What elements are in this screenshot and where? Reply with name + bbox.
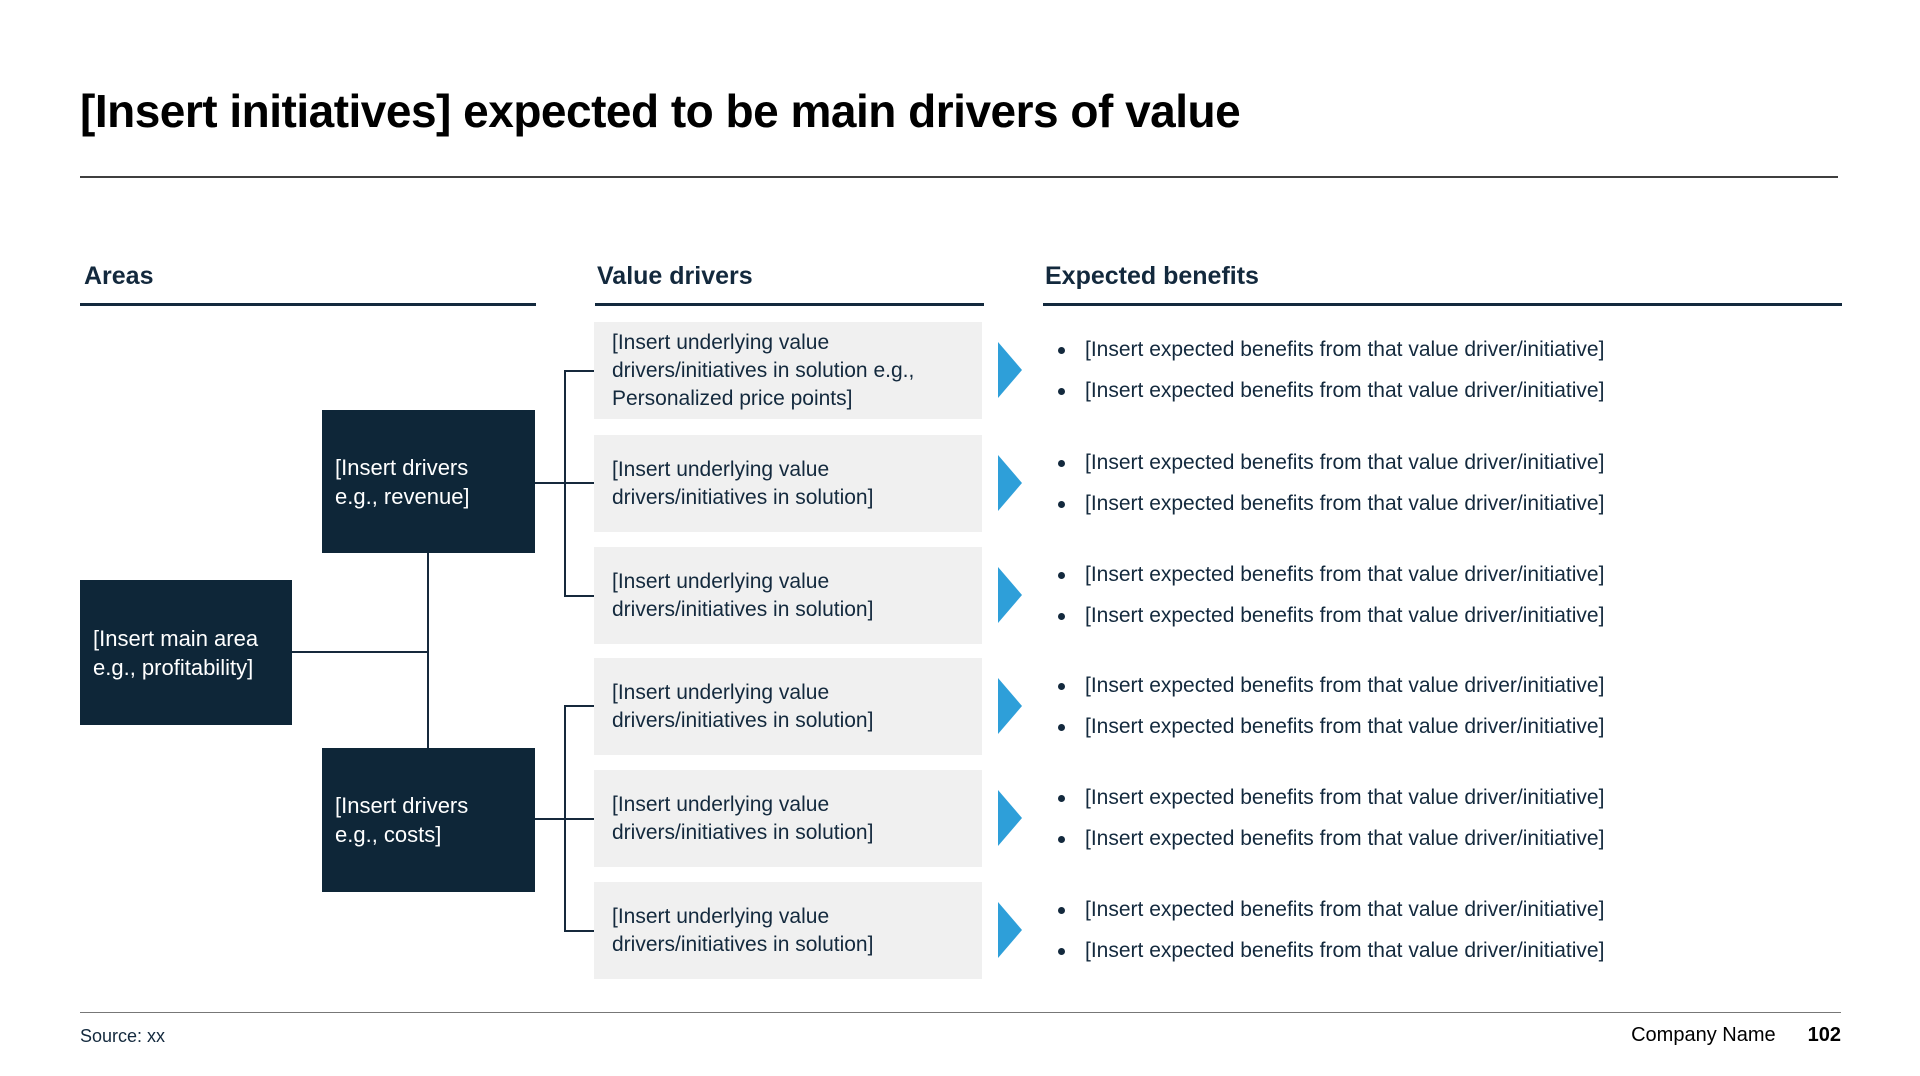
benefit-item: [Insert expected benefits from that valu… — [1046, 602, 1766, 630]
areas-header-underline — [80, 303, 536, 306]
benefit-text: [Insert expected benefits from that valu… — [1085, 563, 1605, 586]
benefit-text: [Insert expected benefits from that valu… — [1085, 827, 1605, 850]
arrow-right-icon — [998, 567, 1022, 623]
connector-bracket2-stub-middle — [535, 818, 594, 820]
benefit-item: [Insert expected benefits from that valu… — [1046, 561, 1766, 589]
column-header-value-drivers: Value drivers — [597, 262, 753, 290]
connector-bracket1-stub-middle — [535, 482, 594, 484]
value-drivers-header-underline — [595, 303, 984, 306]
benefit-list: [Insert expected benefits from that valu… — [1046, 658, 1766, 755]
benefit-item: [Insert expected benefits from that valu… — [1046, 937, 1766, 965]
benefit-list: [Insert expected benefits from that valu… — [1046, 882, 1766, 979]
area-box-revenue-drivers: [Insert drivers e.g., revenue] — [322, 410, 535, 553]
benefit-item: [Insert expected benefits from that valu… — [1046, 784, 1766, 812]
benefit-list: [Insert expected benefits from that valu… — [1046, 547, 1766, 644]
arrow-right-icon — [998, 790, 1022, 846]
footer-company-name: Company Name — [1631, 1024, 1776, 1046]
bullet-dot-icon — [1058, 571, 1065, 579]
connector-bracket1-stub-top — [566, 370, 594, 372]
area-box-cost-drivers: [Insert drivers e.g., costs] — [322, 748, 535, 892]
value-driver-box: [Insert underlying value drivers/initiat… — [594, 435, 982, 532]
benefit-text: [Insert expected benefits from that valu… — [1085, 674, 1605, 697]
benefit-item: [Insert expected benefits from that valu… — [1046, 377, 1766, 405]
benefit-item: [Insert expected benefits from that valu… — [1046, 490, 1766, 518]
footer-divider — [80, 1012, 1841, 1013]
expected-benefits-header-underline — [1043, 303, 1842, 306]
benefit-item: [Insert expected benefits from that valu… — [1046, 896, 1766, 924]
footer-source: Source: xx — [80, 1026, 166, 1046]
bullet-dot-icon — [1058, 794, 1065, 802]
bullet-dot-icon — [1058, 387, 1065, 395]
connector-main-vertical — [427, 553, 429, 748]
benefit-item: [Insert expected benefits from that valu… — [1046, 713, 1766, 741]
benefit-text: [Insert expected benefits from that valu… — [1085, 492, 1605, 515]
bullet-dot-icon — [1058, 459, 1065, 467]
area-box-main: [Insert main area e.g., profitability] — [80, 580, 292, 725]
connector-bracket1-stub-bottom — [566, 595, 594, 597]
footer-right: Company Name 102 — [1631, 1024, 1841, 1047]
column-header-expected-benefits: Expected benefits — [1045, 262, 1259, 290]
footer-page-number: 102 — [1807, 1024, 1841, 1046]
arrow-right-icon — [998, 678, 1022, 734]
value-driver-box: [Insert underlying value drivers/initiat… — [594, 770, 982, 867]
bullet-dot-icon — [1058, 723, 1065, 731]
arrow-right-icon — [998, 455, 1022, 511]
bullet-dot-icon — [1058, 612, 1065, 620]
benefit-item: [Insert expected benefits from that valu… — [1046, 672, 1766, 700]
value-driver-box: [Insert underlying value drivers/initiat… — [594, 658, 982, 755]
benefit-text: [Insert expected benefits from that valu… — [1085, 939, 1605, 962]
page-title: [Insert initiatives] expected to be main… — [80, 85, 1241, 137]
value-driver-box: [Insert underlying value drivers/initiat… — [594, 547, 982, 644]
benefit-text: [Insert expected benefits from that valu… — [1085, 715, 1605, 738]
benefit-item: [Insert expected benefits from that valu… — [1046, 449, 1766, 477]
bullet-dot-icon — [1058, 947, 1065, 955]
bullet-dot-icon — [1058, 500, 1065, 508]
benefit-text: [Insert expected benefits from that valu… — [1085, 786, 1605, 809]
benefit-text: [Insert expected benefits from that valu… — [1085, 898, 1605, 921]
benefit-text: [Insert expected benefits from that valu… — [1085, 604, 1605, 627]
connector-bracket2-stub-bottom — [566, 930, 594, 932]
benefit-item: [Insert expected benefits from that valu… — [1046, 336, 1766, 364]
benefit-item: [Insert expected benefits from that valu… — [1046, 825, 1766, 853]
benefit-text: [Insert expected benefits from that valu… — [1085, 451, 1605, 474]
benefit-text: [Insert expected benefits from that valu… — [1085, 338, 1605, 361]
connector-bracket2-stub-top — [566, 705, 594, 707]
bullet-dot-icon — [1058, 682, 1065, 690]
arrow-right-icon — [998, 902, 1022, 958]
benefit-list: [Insert expected benefits from that valu… — [1046, 322, 1766, 419]
value-driver-box: [Insert underlying value drivers/initiat… — [594, 322, 982, 419]
bullet-dot-icon — [1058, 835, 1065, 843]
arrow-right-icon — [998, 342, 1022, 398]
value-driver-box: [Insert underlying value drivers/initiat… — [594, 882, 982, 979]
benefit-list: [Insert expected benefits from that valu… — [1046, 770, 1766, 867]
benefit-list: [Insert expected benefits from that valu… — [1046, 435, 1766, 532]
bullet-dot-icon — [1058, 906, 1065, 914]
column-header-areas: Areas — [84, 262, 154, 290]
title-divider — [80, 176, 1838, 178]
benefit-text: [Insert expected benefits from that valu… — [1085, 379, 1605, 402]
bullet-dot-icon — [1058, 346, 1065, 354]
connector-main-horizontal — [292, 651, 429, 653]
